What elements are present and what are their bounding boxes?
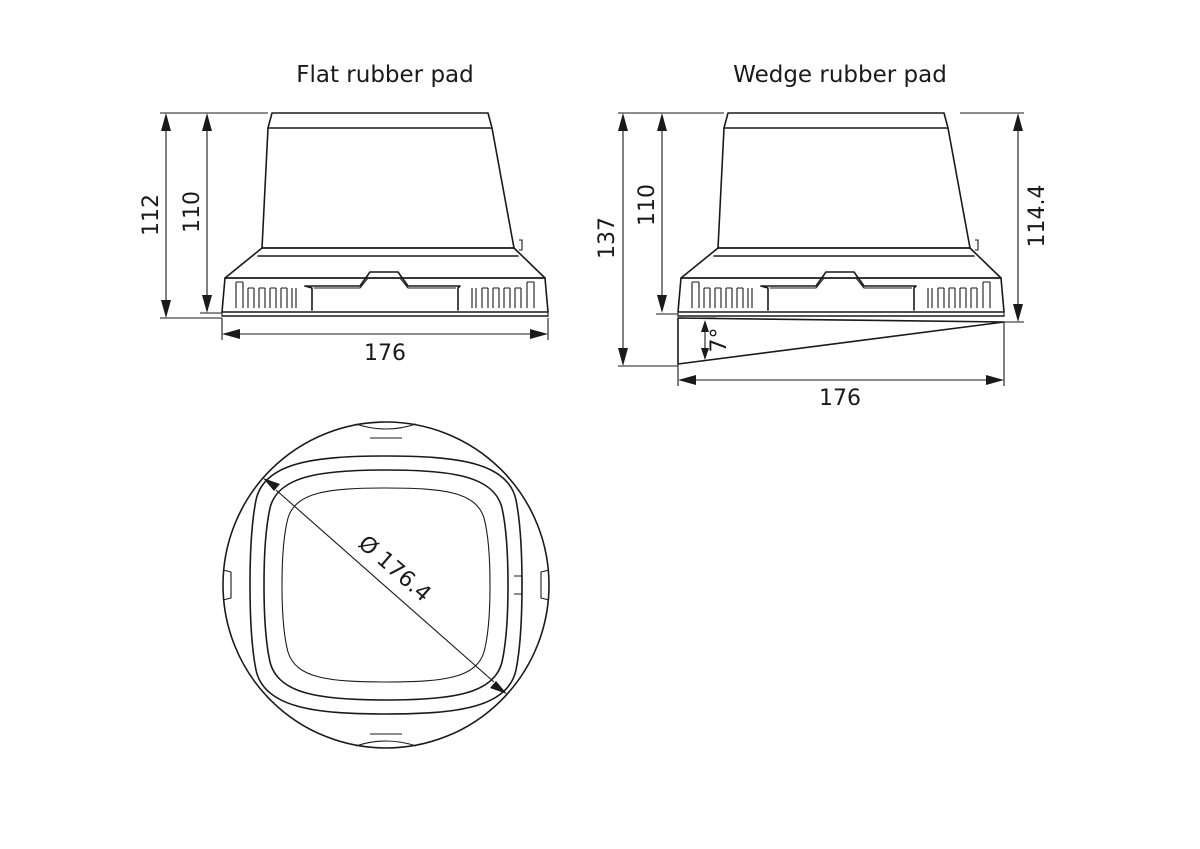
- left-notch: [222, 569, 232, 601]
- dimension-110-wedge-label: 110: [635, 184, 660, 226]
- top-notch: [355, 423, 417, 430]
- wedge-pad-title: Wedge rubber pad: [733, 62, 947, 88]
- right-tab: [514, 575, 523, 595]
- lens-outline-middle: [263, 469, 509, 701]
- dimension-176-wedge: 176: [678, 375, 1004, 411]
- bottom-notch: [355, 740, 417, 747]
- flat-pad-title: Flat rubber pad: [296, 62, 474, 88]
- top-view-outer-circle: [222, 421, 550, 749]
- flat-pad-view: Flat rubber pad 112 110 176: [139, 62, 549, 366]
- dimension-112-label: 112: [139, 194, 164, 236]
- dimension-176: 176: [222, 329, 548, 366]
- lens-outline-outer: [249, 455, 523, 715]
- dimension-diameter: Ø 176.4: [263, 478, 507, 694]
- right-notch: [540, 569, 550, 601]
- angle-7-degrees: 7°: [701, 320, 732, 360]
- dimension-176-label: 176: [364, 341, 406, 366]
- dimension-137: 137: [595, 113, 628, 366]
- flat-pad-lamp-outline: [221, 112, 549, 317]
- angle-7-label: 7°: [707, 328, 732, 353]
- wedge-pad-shape: [677, 317, 1005, 365]
- dimension-110: 110: [180, 113, 212, 313]
- dimension-137-label: 137: [595, 217, 620, 259]
- dimension-110-label: 110: [180, 191, 205, 233]
- wedge-pad-view: Wedge rubber pad 137 110: [595, 62, 1050, 411]
- lens-outline-inner: [281, 487, 491, 683]
- dimension-114-4-label: 114.4: [1025, 185, 1050, 248]
- top-view: Ø 176.4: [222, 421, 550, 749]
- dimension-112: 112: [139, 113, 171, 318]
- dimension-176-wedge-label: 176: [819, 386, 861, 411]
- wedge-pad-lamp-outline: [677, 112, 1005, 317]
- dimension-114-4: 114.4: [1013, 113, 1050, 322]
- dimension-110-wedge: 110: [635, 113, 667, 313]
